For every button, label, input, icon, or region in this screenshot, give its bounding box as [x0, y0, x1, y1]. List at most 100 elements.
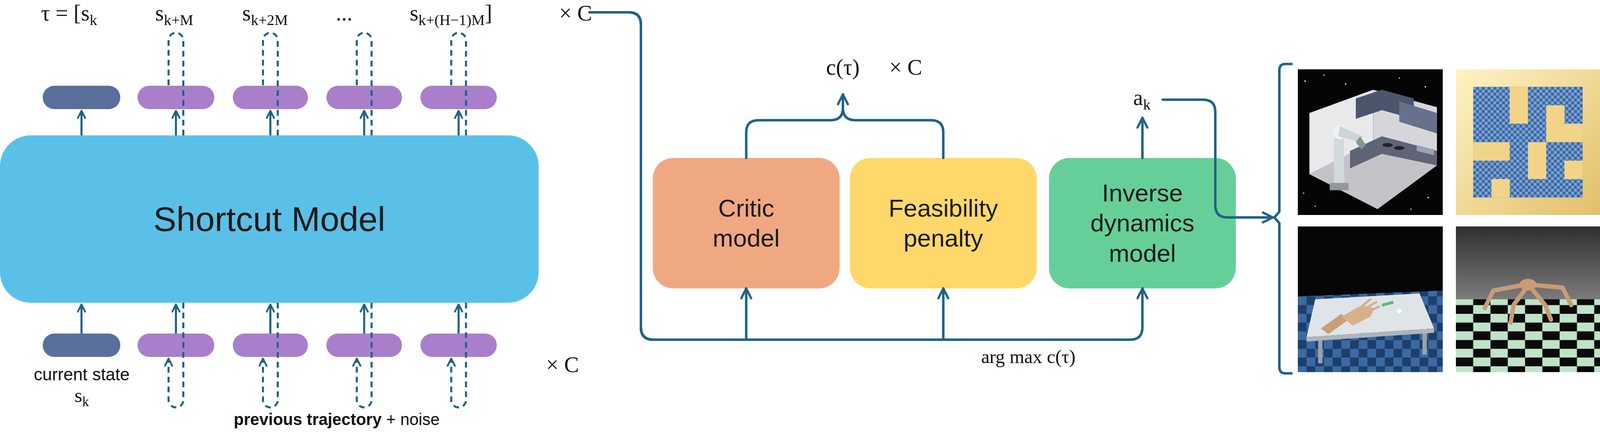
box-title: Critic model — [693, 193, 800, 254]
state-token — [420, 85, 497, 110]
text-label: s — [242, 0, 251, 26]
recurrence-loop — [263, 32, 278, 136]
kitchen-scene — [1410, 208, 1412, 210]
edge-label: arg max c(τ) — [981, 345, 1076, 369]
token-arrow — [80, 304, 83, 334]
recurrence-loop — [451, 32, 466, 136]
kitchen-scene — [1398, 77, 1401, 79]
text-label: τ = [s — [41, 0, 90, 26]
label-group: × C — [559, 0, 593, 27]
label-group: ... — [335, 0, 353, 27]
subscript: k+(H−1)M — [418, 11, 485, 29]
hand-scene — [1317, 337, 1323, 364]
text-label: × C — [889, 55, 923, 80]
token-arrow — [80, 110, 83, 136]
kitchen-scene — [1382, 143, 1394, 148]
subscript: k — [82, 394, 89, 410]
maze-scene — [1546, 105, 1565, 124]
maze-scene — [1455, 69, 1600, 216]
kitchen-scene — [1424, 86, 1427, 88]
ant-scene — [1455, 299, 1600, 373]
token-arrow — [363, 304, 366, 334]
text-label: previous trajectory — [233, 410, 382, 429]
subscript: k — [89, 11, 97, 29]
recurrence-loop — [263, 303, 278, 408]
recurrence-loop — [356, 303, 372, 408]
maze-scene — [1491, 179, 1511, 198]
label-group: current state — [33, 364, 130, 386]
kitchen-scene — [1349, 136, 1438, 169]
token-arrow — [269, 304, 272, 334]
kitchen-scene — [1297, 69, 1443, 216]
text-label: × C — [546, 352, 579, 378]
current-state-token — [42, 333, 121, 358]
kitchen-scene — [1427, 197, 1430, 199]
state-token — [232, 85, 308, 110]
score-merge-line — [842, 107, 944, 159]
text-label: s — [409, 0, 419, 26]
hand-scene — [1297, 226, 1443, 373]
current-state-token — [42, 85, 121, 110]
recurrence-loop — [168, 303, 184, 408]
box-title: Shortcut Model — [153, 198, 386, 241]
recurrence-loop — [356, 32, 372, 136]
label-group: × C — [546, 351, 579, 379]
maze-scene — [1473, 87, 1583, 198]
text-label: c(τ) — [826, 55, 860, 80]
output-state-tokens — [42, 85, 497, 110]
score-merge-line — [746, 94, 944, 159]
model-box: Shortcut Model — [0, 135, 539, 304]
kitchen-scene — [1399, 101, 1438, 134]
maze-scene — [1473, 142, 1510, 161]
state-token — [326, 333, 402, 358]
maze-scene — [1528, 142, 1547, 180]
ant-scene — [1531, 287, 1552, 320]
recurrence-loop — [451, 303, 466, 408]
kitchen-scene — [1323, 74, 1325, 76]
state-token — [137, 333, 215, 358]
penalty-box: Feasibility penalty — [849, 158, 1037, 289]
token-arrow — [174, 110, 177, 136]
input-state-tokens — [42, 333, 497, 358]
kitchen-scene — [1304, 80, 1307, 83]
label-group: previous trajectory+ noise — [233, 409, 440, 430]
text-label: + noise — [386, 410, 440, 429]
state-token — [137, 85, 215, 110]
hand-scene — [1381, 300, 1394, 307]
token-arrow — [457, 304, 460, 334]
kitchen-scene — [1314, 205, 1316, 207]
label-group: sk+(H−1)M] — [409, 0, 493, 30]
recurrence-loop — [168, 32, 184, 136]
label-group: ak — [1133, 84, 1151, 114]
label-group: sk+2M — [242, 0, 288, 30]
ant-scene — [1519, 279, 1537, 291]
label-group: τ = [sk — [41, 0, 98, 30]
critic-box: Critic model — [652, 158, 840, 289]
hand-scene — [1396, 308, 1402, 314]
maze-scene — [1473, 87, 1583, 198]
label-group: c(τ) — [826, 54, 860, 81]
subscript: k+M — [163, 11, 194, 29]
state-token — [232, 333, 308, 358]
hand-scene — [1361, 299, 1379, 312]
maze-scene — [1455, 69, 1600, 216]
kitchen-scene — [1416, 145, 1434, 156]
action-line — [1141, 117, 1144, 159]
text-label: s — [155, 0, 164, 26]
state-token — [326, 85, 402, 110]
ant-scene — [1455, 226, 1600, 373]
label-group: sk+M — [155, 0, 194, 30]
token-arrow — [269, 110, 272, 136]
kitchen-scene — [1345, 83, 1347, 85]
kitchen-scene — [1303, 192, 1305, 194]
token-arrow — [174, 304, 177, 334]
label-group: × C — [889, 54, 923, 81]
kitchen-scene — [1355, 136, 1366, 150]
hand-scene — [1365, 302, 1377, 309]
text-label: ] — [484, 0, 493, 26]
text-label: s — [74, 384, 83, 407]
box-title: Feasibility penalty — [869, 193, 1018, 254]
maze-scene — [1546, 123, 1583, 143]
score-merge-line — [746, 94, 844, 159]
